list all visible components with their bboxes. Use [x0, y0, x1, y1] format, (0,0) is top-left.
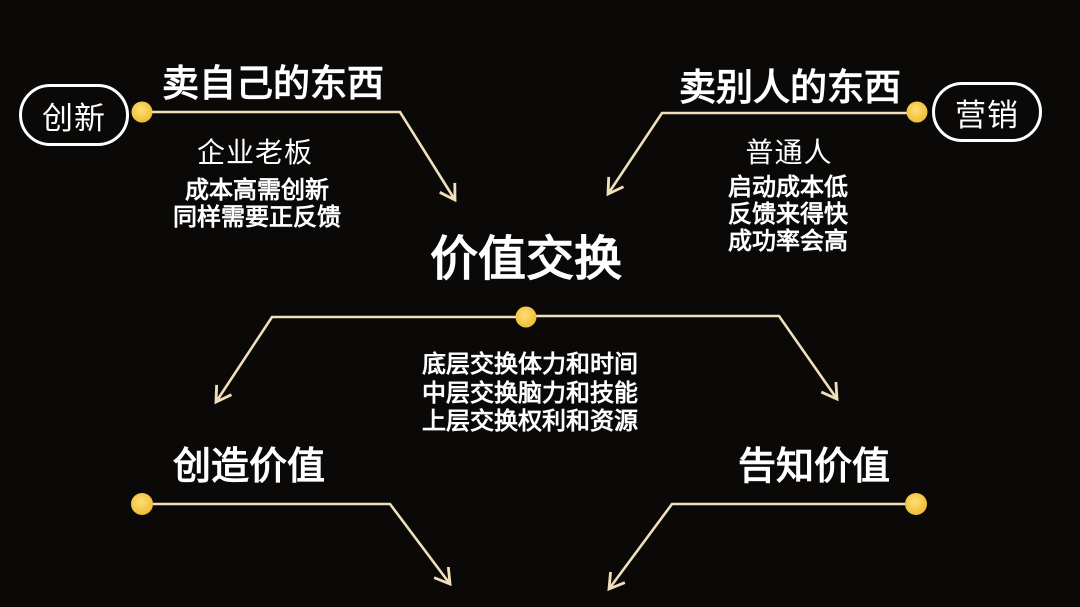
node-dot-create-value [131, 493, 153, 515]
sell-others-point: 启动成本低 [728, 174, 848, 201]
exchange-layer: 底层交换体力和时间 [422, 351, 638, 378]
marketing-pill-label: 营销 [955, 97, 1019, 133]
innovation-pill: 创新 [19, 84, 129, 146]
sell-own-points: 成本高需创新 同样需要正反馈 [173, 177, 341, 231]
sell-own-title: 卖自己的东西 [162, 63, 384, 104]
create-value-title: 创造价值 [172, 446, 326, 488]
sell-own-point: 同样需要正反馈 [173, 204, 341, 231]
exchange-layer: 上层交换权利和资源 [422, 408, 638, 435]
sell-own-point: 成本高需创新 [185, 177, 329, 204]
sell-others-points: 启动成本低 反馈来得快 成功率会高 [728, 174, 848, 255]
center-title: 价值交换 [429, 233, 623, 286]
inform-value-title: 告知价值 [737, 446, 891, 488]
connector-inform-value-down [607, 502, 905, 592]
connector-sell-own-to-center [152, 110, 457, 203]
node-dot-center [515, 306, 537, 328]
connector-center-to-inform-value [536, 314, 839, 402]
exchange-layers: 底层交换体力和时间 中层交换脑力和技能 上层交换权利和资源 [422, 351, 638, 437]
innovation-pill-label: 创新 [42, 100, 106, 136]
sell-others-subtitle: 普通人 [745, 137, 833, 168]
node-dot-inform-value [905, 493, 927, 515]
node-dot-innovation [131, 101, 153, 123]
sell-others-title: 卖别人的东西 [679, 67, 901, 108]
marketing-pill: 营销 [932, 82, 1042, 142]
connector-sell-others-to-center [606, 111, 907, 197]
connector-center-to-create-value [214, 315, 516, 405]
node-dot-marketing [906, 101, 928, 123]
exchange-layer: 中层交换脑力和技能 [422, 379, 638, 407]
sell-others-point: 成功率会高 [728, 228, 848, 255]
sell-own-subtitle: 企业老板 [196, 137, 314, 168]
connector-create-value-down [153, 502, 452, 587]
sell-others-point: 反馈来得快 [728, 201, 848, 228]
